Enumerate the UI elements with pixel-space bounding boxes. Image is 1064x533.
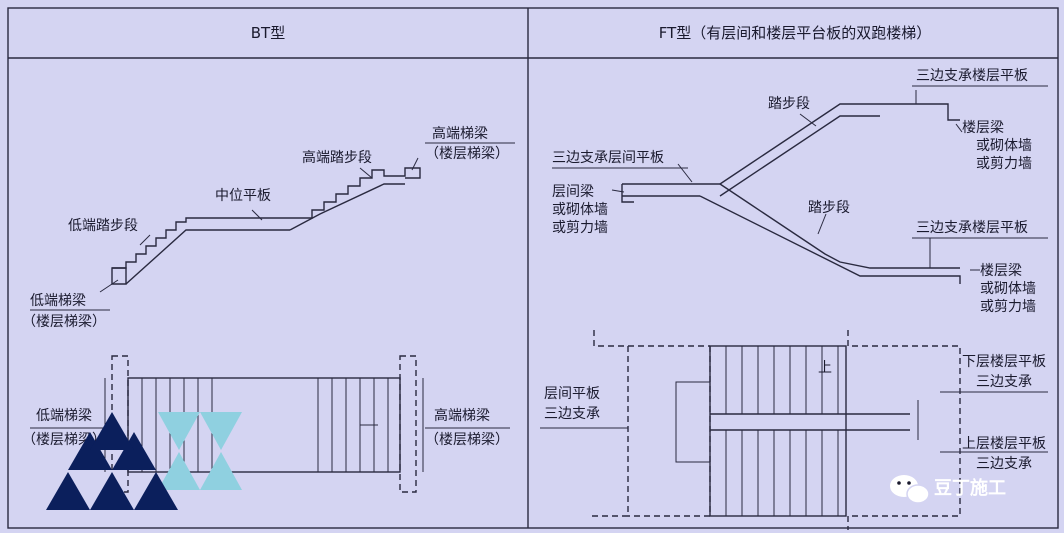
label-shear-upper: 或剪力墙 [976,156,1032,172]
label-plan-lower-floor-sub: 三边支承 [976,374,1032,390]
label-plan-high-beam: 高端梯梁 [434,407,490,424]
watermark: 豆丁施工 [890,475,1006,504]
label-low-step: 低端踏步段 [68,218,138,234]
ft-mid-slab [621,183,720,203]
ft-upper-flight [719,103,918,185]
ft-plan-floor-dash [847,330,961,530]
label-three-side-floor-slab-top: 三边支承楼层平板 [916,68,1028,84]
ft-lower-soffit [699,195,961,284]
label-high-beam: 高端梯梁 [432,125,488,142]
label-high-step: 高端踏步段 [302,149,372,166]
ft-plan-treads-lower [725,430,839,516]
ft-upper-beam [918,103,960,121]
bt-elevation [30,142,515,311]
bt-plan-high-beam [399,355,417,493]
bt-low-steps [112,217,290,269]
bt-low-beam [111,267,127,285]
label-plan-low-beam: 低端梯梁 [36,408,92,424]
label-three-side-floor-slab-low: 三边支承楼层平板 [916,220,1028,236]
ft-lower-flight [719,183,960,269]
leader-high-step [359,167,373,179]
bt-plan-flight [127,377,401,473]
label-mid-beam: 层间梁 [552,184,594,200]
ft-elevation [552,85,1048,284]
outer-frame [7,7,1059,529]
ft-plan [540,330,1048,530]
label-masonry-mid: 或砌体墙 [552,202,608,218]
wechat-icon [890,475,930,504]
label-shear-mid: 或剪力墙 [552,220,608,236]
bt-plan [30,355,510,493]
label-plan-upper-floor-sub: 三边支承 [976,456,1032,472]
ft-plan-treads-upper [725,346,839,414]
ft-title: FT型（有层间和楼层平台板的双跑楼梯） [659,24,932,42]
leader-low-beam [99,279,119,293]
label-up-mark: 上 [818,360,832,376]
label-step-upper: 踏步段 [768,96,810,112]
label-mid-platform: 中位平板 [215,188,271,204]
bt-title: BT型 [251,24,285,42]
label-step-lower: 踏步段 [808,200,850,216]
label-plan-upper-floor: 上层楼层平板 [962,436,1046,452]
ft-plan-mid-dash [592,330,629,517]
triangle-logo-icon [46,412,242,510]
label-masonry-upper: 或砌体墙 [976,138,1032,154]
bt-high-soffit [289,183,405,231]
label-plan-mid-slab-sub: 三边支承 [544,406,600,422]
label-floor-beam-lower: 楼层梁 [980,263,1022,279]
leader-low-step [139,234,151,246]
label-plan-mid-slab: 层间平板 [544,386,600,402]
leader-high-beam [411,157,419,171]
bt-high-steps [290,167,421,219]
ft-plan-mid-slab [628,345,711,517]
leader-mid-platform [251,209,263,221]
label-three-side-mid-slab: 三边支承层间平板 [552,150,664,166]
label-floor-beam-upper: 楼层梁 [962,120,1004,136]
label-high-beam-sub: （楼层梯梁） [425,146,509,162]
label-masonry-lower: 或砌体墙 [980,281,1036,297]
bt-low-soffit [125,229,290,285]
ft-plan-well [675,381,711,463]
label-shear-lower: 或剪力墙 [980,299,1036,315]
ft-upper-soffit [719,115,880,197]
label-plan-lower-floor: 下层楼层平板 [962,354,1046,370]
label-low-beam: 低端梯梁 [30,293,86,309]
label-low-beam-sub: （楼层梯梁） [22,314,106,330]
watermark-text: 豆丁施工 [934,477,1006,499]
label-plan-high-beam-sub: （楼层梯梁） [425,432,509,448]
